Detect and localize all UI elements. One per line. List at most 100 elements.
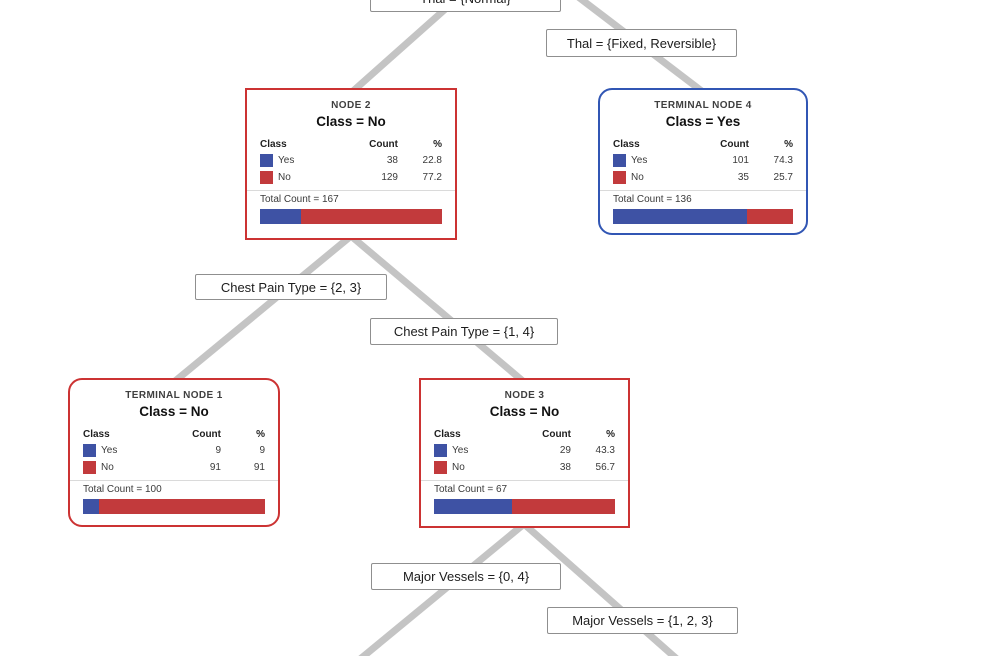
edge-label-major-vessels-1-2-3[interactable]: Major Vessels = {1, 2, 3} (547, 607, 738, 634)
row-label: Yes (631, 155, 648, 166)
no-bar-segment (512, 499, 615, 514)
row-percent: 77.2 (422, 172, 442, 183)
count-column-header: Count (720, 139, 749, 150)
percent-column-header: % (433, 139, 442, 150)
percent-column-header: % (784, 139, 793, 150)
row-label: No (101, 462, 114, 473)
node-class-assignment: Class = No (489, 404, 560, 419)
row-label: No (278, 172, 291, 183)
class-column-header: Class (260, 139, 287, 150)
row-count: 38 (559, 462, 571, 473)
node-stats-table: Class Count % Yes 38 22.8 No 129 77.2 (260, 137, 442, 186)
node-title: NODE 3 (504, 390, 545, 401)
node-stats-table: Class Count % Yes 9 9 No 91 91 (83, 427, 265, 476)
node-stats-table: Class Count % Yes 101 74.3 No 35 25.7 (613, 137, 793, 186)
no-bar-segment (99, 499, 265, 514)
yes-bar-segment (83, 499, 100, 514)
row-percent: 22.8 (422, 155, 442, 166)
table-row: No 38 56.7 (434, 459, 615, 476)
row-label: No (631, 172, 644, 183)
connector-node3-right-child (521, 521, 679, 656)
connector-node2-to-node3 (348, 233, 527, 385)
row-count: 129 (381, 172, 398, 183)
node-title: NODE 2 (331, 100, 371, 111)
node-class-assignment: Class = Yes (665, 114, 741, 129)
table-row: No 35 25.7 (613, 169, 793, 186)
total-count-label: Total Count = 100 (83, 484, 162, 495)
node-stats-table: Class Count % Yes 29 43.3 No 38 56.7 (434, 427, 615, 476)
table-header-row: Class Count % (613, 137, 793, 152)
edge-label-thal-fixed-reversible[interactable]: Thal = {Fixed, Reversible} (546, 29, 737, 57)
count-column-header: Count (542, 429, 571, 440)
row-percent: 56.7 (595, 462, 615, 473)
yes-swatch-icon (83, 444, 96, 457)
divider (600, 190, 806, 191)
node-title: TERMINAL NODE 1 (125, 390, 223, 401)
class-column-header: Class (434, 429, 461, 440)
total-count-label: Total Count = 136 (613, 194, 692, 205)
no-swatch-icon (613, 171, 626, 184)
no-swatch-icon (260, 171, 273, 184)
connector-node3-left-child (358, 521, 527, 656)
yes-bar-segment (434, 499, 513, 514)
row-label: Yes (452, 445, 469, 456)
percent-column-header: % (606, 429, 615, 440)
class-distribution-bar (613, 209, 793, 224)
terminal-node-4[interactable]: TERMINAL NODE 4 Class = Yes Class Count … (598, 88, 808, 235)
total-count-label: Total Count = 67 (434, 484, 508, 495)
row-percent: 74.3 (773, 155, 793, 166)
row-percent: 91 (253, 462, 265, 473)
class-column-header: Class (613, 139, 640, 150)
no-bar-segment (746, 209, 793, 224)
no-bar-segment (301, 209, 442, 224)
tree-node-2[interactable]: NODE 2 Class = No Class Count % Yes 38 2… (245, 88, 457, 240)
row-count: 101 (732, 155, 749, 166)
row-percent: 43.3 (595, 445, 615, 456)
row-percent: 9 (259, 445, 265, 456)
yes-swatch-icon (434, 444, 447, 457)
class-distribution-bar (83, 499, 265, 514)
class-distribution-bar (260, 209, 442, 224)
row-count: 9 (215, 445, 221, 456)
edge-label-thal-normal[interactable]: Thal = {Normal} (370, 0, 561, 12)
divider (70, 480, 278, 481)
edge-label-chest-pain-1-4[interactable]: Chest Pain Type = {1, 4} (370, 318, 558, 345)
table-header-row: Class Count % (83, 427, 265, 442)
count-column-header: Count (192, 429, 221, 440)
percent-column-header: % (256, 429, 265, 440)
table-row: Yes 29 43.3 (434, 442, 615, 459)
edge-label-chest-pain-2-3[interactable]: Chest Pain Type = {2, 3} (195, 274, 387, 300)
row-label: Yes (278, 155, 295, 166)
node-class-assignment: Class = No (139, 404, 209, 419)
count-column-header: Count (369, 139, 398, 150)
yes-swatch-icon (613, 154, 626, 167)
edge-label-major-vessels-0-4[interactable]: Major Vessels = {0, 4} (371, 563, 561, 590)
row-label: No (452, 462, 465, 473)
table-row: No 129 77.2 (260, 169, 442, 186)
class-distribution-bar (434, 499, 615, 514)
divider (421, 480, 628, 481)
table-row: Yes 38 22.8 (260, 152, 442, 169)
table-row: Yes 9 9 (83, 442, 265, 459)
node-class-assignment: Class = No (316, 114, 386, 129)
terminal-node-1[interactable]: TERMINAL NODE 1 Class = No Class Count %… (68, 378, 280, 527)
table-row: No 91 91 (83, 459, 265, 476)
table-header-row: Class Count % (434, 427, 615, 442)
table-header-row: Class Count % (260, 137, 442, 152)
total-count-label: Total Count = 167 (260, 194, 339, 205)
no-swatch-icon (83, 461, 96, 474)
class-column-header: Class (83, 429, 110, 440)
yes-swatch-icon (260, 154, 273, 167)
row-count: 38 (386, 155, 398, 166)
row-count: 35 (737, 172, 749, 183)
yes-bar-segment (613, 209, 747, 224)
tree-node-3[interactable]: NODE 3 Class = No Class Count % Yes 29 4… (419, 378, 630, 528)
table-row: Yes 101 74.3 (613, 152, 793, 169)
divider (247, 190, 455, 191)
row-count: 91 (209, 462, 221, 473)
yes-bar-segment (260, 209, 302, 224)
row-percent: 25.7 (773, 172, 793, 183)
row-count: 29 (559, 445, 571, 456)
node-title: TERMINAL NODE 4 (654, 100, 752, 111)
